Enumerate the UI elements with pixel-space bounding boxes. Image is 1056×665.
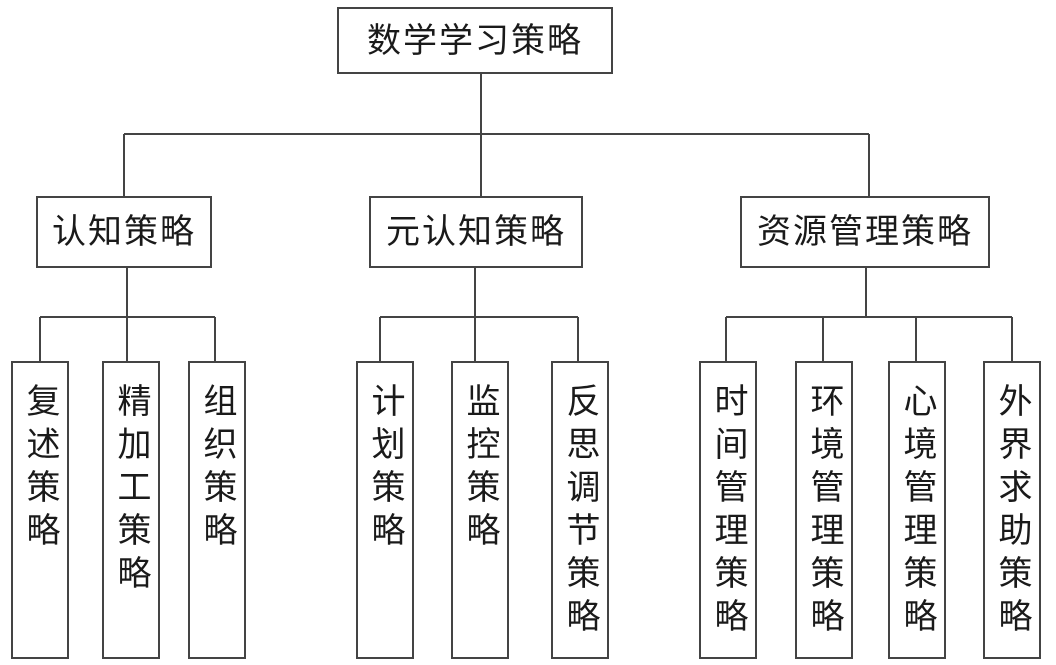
leaf-node: 时间管理策略 — [699, 361, 757, 659]
leaf-node: 环境管理策略 — [795, 361, 853, 659]
leaf-label: 计划策略 — [365, 383, 405, 555]
category-label: 元认知策略 — [386, 212, 566, 252]
leaf-node: 组织策略 — [188, 361, 246, 659]
leaf-label: 监控策略 — [460, 383, 500, 555]
leaf-node: 精加工策略 — [102, 361, 160, 659]
leaf-label: 时间管理策略 — [708, 383, 748, 641]
root-node: 数学学习策略 — [337, 7, 613, 74]
leaf-node: 监控策略 — [451, 361, 509, 659]
root-label: 数学学习策略 — [367, 20, 583, 61]
leaf-label: 反思调节策略 — [560, 383, 600, 641]
leaf-label: 环境管理策略 — [804, 383, 844, 641]
category-node-cognitive: 认知策略 — [36, 196, 212, 268]
leaf-label: 复述策略 — [20, 383, 60, 555]
leaf-node: 外界求助策略 — [983, 361, 1041, 659]
category-node-metacognitive: 元认知策略 — [369, 196, 583, 268]
leaf-label: 外界求助策略 — [992, 383, 1032, 641]
category-label: 认知策略 — [52, 212, 196, 252]
leaf-node: 心境管理策略 — [888, 361, 946, 659]
leaf-label: 精加工策略 — [111, 383, 151, 598]
category-label: 资源管理策略 — [757, 212, 973, 252]
leaf-node: 反思调节策略 — [551, 361, 609, 659]
leaf-node: 计划策略 — [356, 361, 414, 659]
leaf-label: 心境管理策略 — [897, 383, 937, 641]
leaf-node: 复述策略 — [11, 361, 69, 659]
leaf-label: 组织策略 — [197, 383, 237, 555]
category-node-resource-management: 资源管理策略 — [740, 196, 990, 268]
